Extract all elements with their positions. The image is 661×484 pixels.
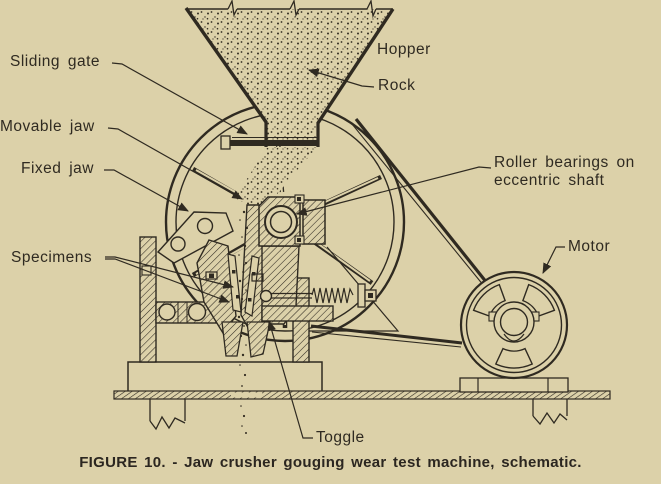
leader-rock: [307, 68, 375, 88]
leader-roller-bearings: [295, 166, 492, 216]
specimen-plates-shape: [205, 253, 264, 317]
leader-specimens-2: [105, 258, 231, 303]
base-pedestal-shape: [127, 361, 323, 393]
feed-chute-stipple: [235, 147, 317, 212]
label-roller-bearings-line1: Roller bearings on: [494, 154, 635, 171]
ground-line-shape: [113, 390, 611, 400]
label-roller-bearings: Roller bearings on eccentric shaft: [494, 154, 635, 190]
label-hopper: Hopper: [377, 41, 431, 58]
eccentric-bearing-shape: [258, 194, 326, 247]
leader-movable-jaw: [107, 127, 243, 200]
leader-motor: [542, 246, 565, 274]
leader-specimens-1: [105, 256, 235, 289]
leader-lines: [104, 62, 565, 439]
motor-shape: [459, 270, 569, 393]
lower-wedges-shape: [221, 321, 271, 358]
link-plate-shape: [156, 211, 234, 264]
label-motor: Motor: [568, 238, 611, 255]
leader-fixed-jaw: [104, 169, 189, 212]
break-mark: [227, 0, 238, 18]
foundation-posts-shape: [149, 399, 568, 431]
leader-sliding-gate: [111, 62, 248, 135]
machine-frame-lines: [309, 246, 400, 332]
label-toggle: Toggle: [316, 429, 365, 446]
toggle-shape: [261, 305, 334, 322]
break-mark: [289, 0, 300, 18]
label-sliding-gate: Sliding gate: [10, 53, 101, 70]
hopper-shape: [184, 0, 395, 147]
figure-caption: FIGURE 10. - Jaw crusher gouging wear te…: [79, 454, 582, 471]
spring-rod-shape: [259, 283, 377, 308]
label-fixed-jaw: Fixed jaw: [21, 160, 94, 177]
belt-shape: [310, 118, 489, 348]
sliding-gate-shape: [220, 135, 318, 150]
label-movable-jaw: Movable jaw: [0, 118, 95, 135]
leader-toggle: [267, 319, 313, 439]
label-specimens: Specimens: [11, 249, 93, 266]
label-roller-bearings-line2: eccentric shaft: [494, 172, 605, 189]
break-mark: [366, 0, 377, 19]
label-rock: Rock: [378, 77, 416, 94]
